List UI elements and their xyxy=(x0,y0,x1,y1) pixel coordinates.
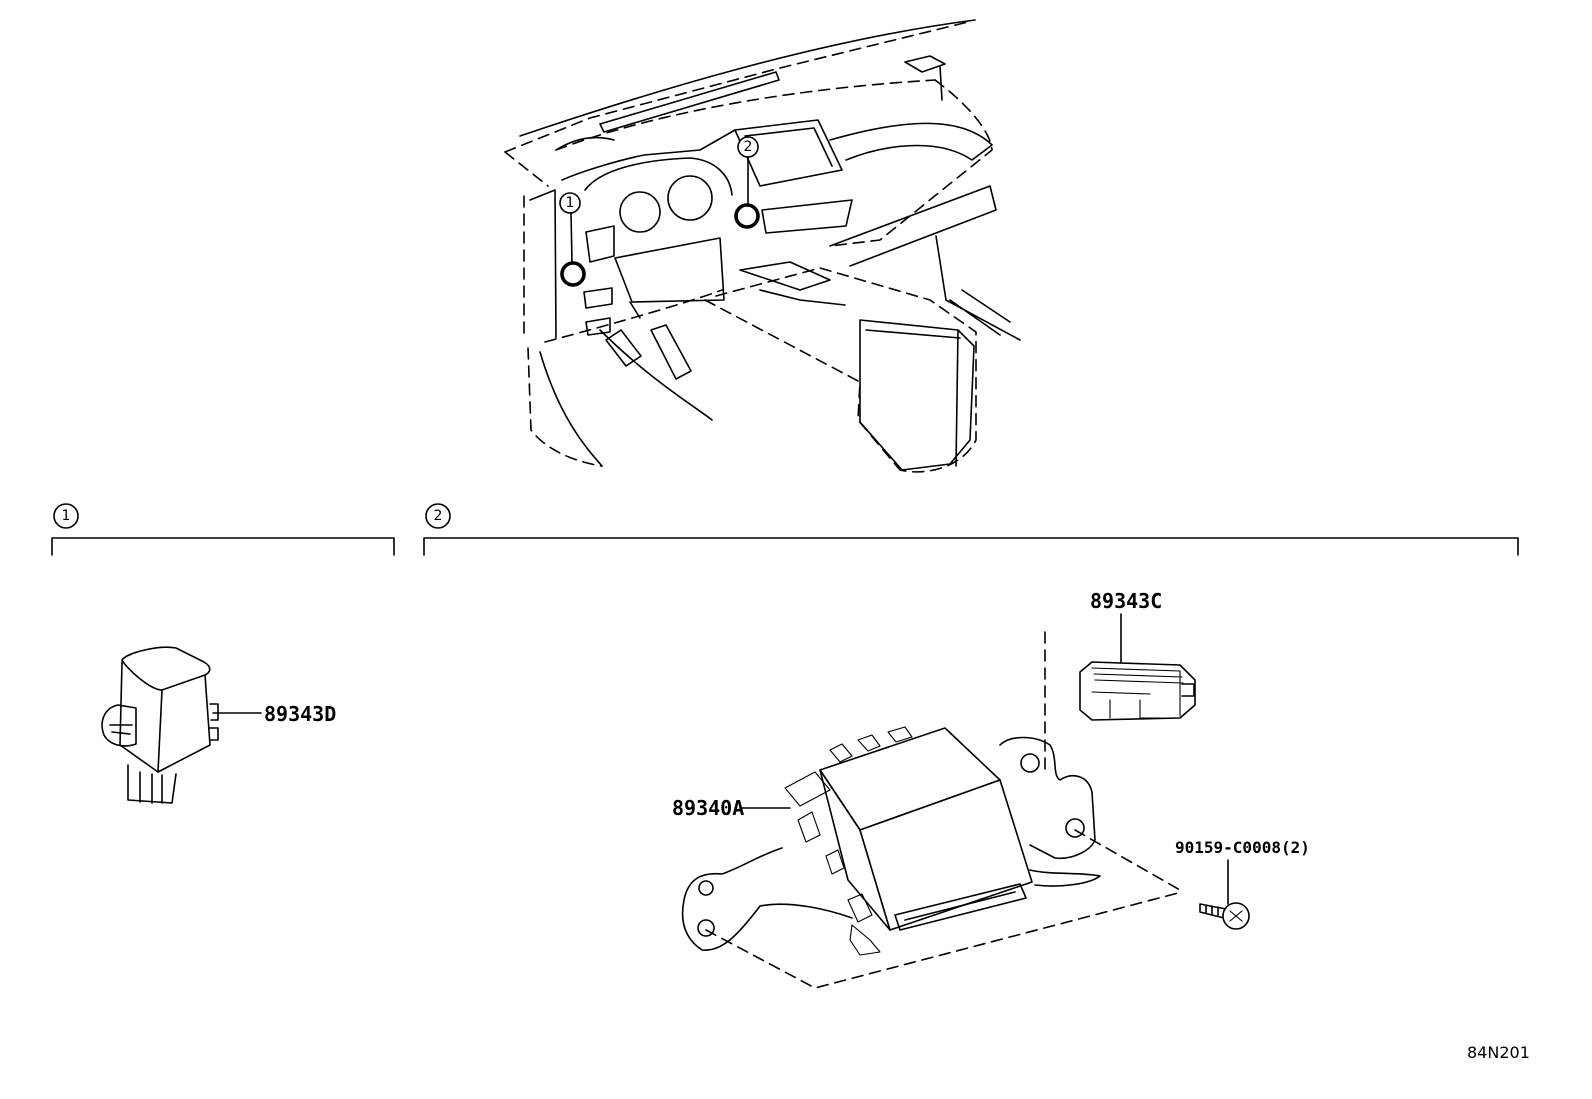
bolt-shaft xyxy=(1199,903,1227,919)
callout-1-number: 1 xyxy=(566,195,575,211)
bolt-head-cross xyxy=(1229,910,1243,922)
accelerator-pedal xyxy=(605,329,642,367)
connector-body xyxy=(1079,661,1196,721)
right-dash-trim xyxy=(829,122,993,161)
floor-line-center xyxy=(599,329,713,421)
steering-column xyxy=(614,237,725,319)
mounting-lines xyxy=(705,829,1183,989)
bracket-hole-right-lower xyxy=(1065,818,1085,838)
shifter-area xyxy=(739,261,846,306)
bracket-hole-left-upper xyxy=(698,880,714,896)
part-89343D-label: 89343D xyxy=(264,702,336,726)
defroster-vent xyxy=(599,71,780,133)
gauge-hood xyxy=(584,157,733,196)
callout-1-leader xyxy=(570,212,573,263)
a-pillar-outline xyxy=(504,151,549,187)
relay-top-face xyxy=(121,646,211,691)
windshield-edge xyxy=(519,19,976,137)
dash-upper-curve xyxy=(555,129,736,181)
part-89340A-ecu: 89340A xyxy=(672,726,1101,956)
section-1-header: 1 xyxy=(51,503,395,556)
part-89343C-label: 89343C xyxy=(1090,589,1162,613)
part-90159-label: 90159-C0008(2) xyxy=(1175,838,1310,857)
gauge-left xyxy=(619,191,661,233)
section-2-bracket xyxy=(423,537,1519,556)
center-vent xyxy=(761,199,853,234)
section-2-header: 2 xyxy=(423,503,1519,556)
relay-connector xyxy=(127,764,177,804)
floor-line-left xyxy=(539,351,603,467)
windshield-outline xyxy=(504,21,969,153)
callout-1-marker xyxy=(560,261,586,287)
ecu-right-bracket xyxy=(999,736,1096,860)
relay-tabs xyxy=(209,703,219,741)
mount-line-bottom xyxy=(705,891,1183,989)
bracket-hole-left-lower xyxy=(697,919,715,937)
lower-dash-outline xyxy=(544,289,723,343)
relay-clip xyxy=(101,704,137,747)
relay-side-face xyxy=(157,674,211,773)
part-89340A-label: 89340A xyxy=(672,796,744,820)
bracket-foot xyxy=(1029,869,1101,887)
part-89343C-connector: 89343C xyxy=(1044,589,1196,771)
section-1-bracket xyxy=(51,537,395,556)
part-89343D-relay: 89343D xyxy=(101,646,336,804)
left-panel-outline xyxy=(523,195,603,467)
callout-2-marker xyxy=(734,203,760,229)
left-switch-panel xyxy=(583,287,613,336)
right-door xyxy=(935,235,1021,341)
callout-2-number: 2 xyxy=(744,139,753,155)
left-panel xyxy=(529,189,615,339)
console-box xyxy=(859,319,975,471)
brake-pedal xyxy=(650,324,692,380)
section-2-circle xyxy=(425,503,451,529)
console-outline xyxy=(704,267,977,473)
connector-latch xyxy=(1181,683,1195,697)
section-1-number: 1 xyxy=(62,508,71,524)
relay-front-face xyxy=(119,661,163,773)
right-dash-outline xyxy=(829,79,993,247)
mirror-base xyxy=(904,55,946,101)
gauge-right xyxy=(667,175,713,221)
part-90159-bolt: 90159-C0008(2) xyxy=(1175,838,1310,930)
ecu-left-bracket xyxy=(681,847,853,951)
dashboard-overview: 1 2 xyxy=(504,19,1021,473)
mount-line-right xyxy=(1074,829,1181,891)
bracket-hole-right-upper xyxy=(1020,753,1040,773)
center-screen xyxy=(734,119,843,187)
ecu-corner-tab xyxy=(849,924,881,956)
callout-1-circle xyxy=(559,192,581,214)
ecu-side-clips xyxy=(797,811,873,923)
section-2-number: 2 xyxy=(434,508,443,524)
diagram-id: 84N201 xyxy=(1467,1043,1530,1062)
section-1-circle xyxy=(53,503,79,529)
glovebox xyxy=(829,185,997,267)
ecu-connector-slot xyxy=(894,883,1027,931)
connector-ribs xyxy=(1091,667,1184,719)
ecu-top-connectors xyxy=(784,726,913,807)
